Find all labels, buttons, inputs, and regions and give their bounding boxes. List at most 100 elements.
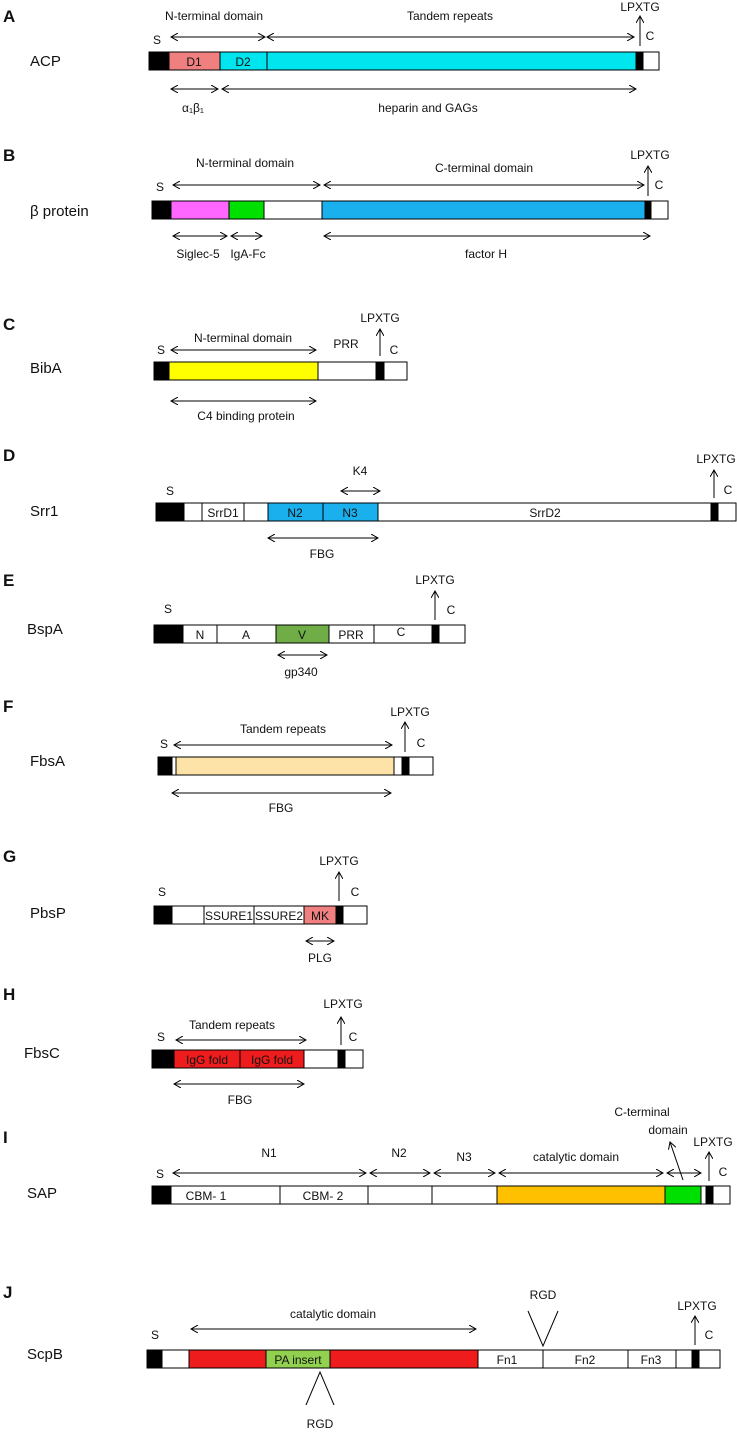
c-terminal-label: domain — [648, 1123, 687, 1137]
panel-scpb: J ScpB PA insert Fn1 Fn2 Fn3 S catalytic… — [3, 1283, 721, 1431]
c-label: C — [655, 178, 664, 192]
panel-letter: D — [3, 446, 15, 465]
c-terminal-tail — [642, 51, 660, 71]
s-label: S — [156, 1167, 164, 1181]
lpxtg-label: LPXTG — [415, 573, 454, 587]
c-terminal-tail — [712, 1185, 731, 1205]
domain-label: MK — [311, 909, 329, 923]
panel-fbsa: F FbsA S Tandem repeats LPXTG C FBG — [3, 697, 434, 815]
c-label: C — [705, 1328, 714, 1342]
domain-label: CBM- 2 — [303, 1189, 344, 1203]
signal-peptide — [155, 502, 185, 522]
tandem-repeats-label: Tandem repeats — [189, 1018, 275, 1032]
domain-spacer — [171, 756, 177, 776]
domain-spacer — [303, 1049, 339, 1069]
panel-letter: B — [3, 146, 15, 165]
domain-label: PA insert — [274, 1353, 322, 1367]
domain-label: IgG fold — [186, 1053, 228, 1067]
c-terminal-tail — [698, 1349, 721, 1369]
anchor-motif — [375, 361, 385, 381]
k4-label: K4 — [353, 464, 368, 478]
domain-label: IgG fold — [251, 1053, 293, 1067]
gp340-label: gp340 — [284, 665, 318, 679]
lpxtg-label: LPXTG — [693, 1135, 732, 1149]
igafc-label: IgA-Fc — [230, 247, 265, 261]
fbg-label: FBG — [228, 1093, 253, 1107]
anchor-motif — [635, 51, 644, 71]
signal-peptide — [157, 756, 173, 776]
lpxtg-label: LPXTG — [620, 0, 659, 14]
heparin-label: heparin and GAGs — [378, 101, 477, 115]
panel-biba: C BibA S N-terminal domain PRR LPXTG C C… — [3, 311, 408, 423]
signal-peptide — [146, 1349, 163, 1369]
signal-peptide — [151, 200, 172, 220]
domain-tandem-repeats — [266, 51, 637, 71]
s-label: S — [166, 484, 174, 498]
signal-peptide — [151, 1049, 175, 1069]
domain-c-terminal — [321, 200, 646, 220]
signal-peptide — [153, 905, 173, 925]
catalytic-label: catalytic domain — [290, 1307, 376, 1321]
domain-spacer — [700, 1185, 707, 1205]
n2-label: N2 — [391, 1146, 407, 1160]
n-terminal-label: N-terminal domain — [194, 331, 292, 345]
anchor-motif — [705, 1185, 714, 1205]
anchor-motif — [335, 905, 344, 925]
domain-label: V — [298, 628, 306, 642]
panel-pbsp: G PbsP SSURE1 SSURE2 MK S LPXTG C PLG — [3, 847, 368, 965]
c4-label: C4 binding protein — [197, 409, 294, 423]
domain-spacer — [161, 1349, 190, 1369]
protein-name: Srr1 — [30, 503, 58, 520]
protein-name: ScpB — [27, 1346, 63, 1363]
prr-label: PRR — [333, 337, 359, 351]
rgd-marker — [305, 1370, 335, 1406]
c-label: C — [349, 1030, 358, 1044]
domain-label: A — [242, 628, 250, 642]
domain-c-terminal — [664, 1185, 702, 1205]
domain-label: N3 — [342, 506, 358, 520]
panel-letter: H — [3, 985, 15, 1004]
protein-name: ACP — [30, 53, 61, 70]
lpxtg-label: LPXTG — [677, 1299, 716, 1313]
domain-n-terminal — [168, 361, 319, 381]
domain-catalytic — [496, 1185, 666, 1205]
lpxtg-label: LPXTG — [696, 452, 735, 466]
s-label: S — [153, 33, 161, 47]
domain-label: N — [196, 628, 205, 642]
c-terminal-tail — [344, 1049, 364, 1069]
domain-tandem-repeats — [175, 756, 395, 776]
panel-bspa: E BspA N A V PRR C S LPXTG C gp340 — [3, 571, 466, 679]
c-terminal-label: C-terminal domain — [435, 161, 533, 175]
fbg-label: FBG — [269, 801, 294, 815]
panel-srr1: D Srr1 SrrD1 N2 N3 SrrD2 S K4 LPXTG C FB… — [3, 446, 737, 561]
c-terminal-label: C-terminal — [614, 1105, 669, 1119]
domain-iga — [228, 200, 265, 220]
plg-label: PLG — [308, 951, 332, 965]
domain-catalytic — [329, 1349, 479, 1369]
protein-name: BspA — [27, 621, 63, 638]
c-label: C — [719, 1165, 728, 1179]
rgd-marker — [527, 1310, 559, 1348]
protein-name: β protein — [30, 203, 89, 220]
rgd-bottom-label: RGD — [307, 1417, 334, 1431]
panel-letter: F — [3, 697, 13, 716]
siglec-label: Siglec-5 — [176, 247, 220, 261]
c-label: C — [351, 885, 360, 899]
domain-label: D2 — [235, 55, 251, 69]
protein-name: SAP — [27, 1185, 57, 1202]
lpxtg-label: LPXTG — [390, 705, 429, 719]
factor-h-label: factor H — [465, 247, 507, 261]
protein-name: PbsP — [30, 905, 66, 922]
s-label: S — [158, 885, 166, 899]
panel-acp: A ACP D1 D2 S N-terminal domain Tandem r… — [3, 0, 660, 115]
domain-n3 — [431, 1185, 498, 1205]
n-terminal-label: N-terminal domain — [165, 9, 263, 23]
s-label: S — [157, 343, 165, 357]
pointer-arrow — [670, 1142, 684, 1181]
lpxtg-label: LPXTG — [630, 148, 669, 162]
s-label: S — [151, 1328, 159, 1342]
domain-label: PRR — [338, 628, 364, 642]
panel-sap: I SAP CBM- 1 CBM- 2 S N1 N2 N3 catalytic… — [3, 1105, 733, 1205]
signal-peptide — [153, 624, 184, 644]
